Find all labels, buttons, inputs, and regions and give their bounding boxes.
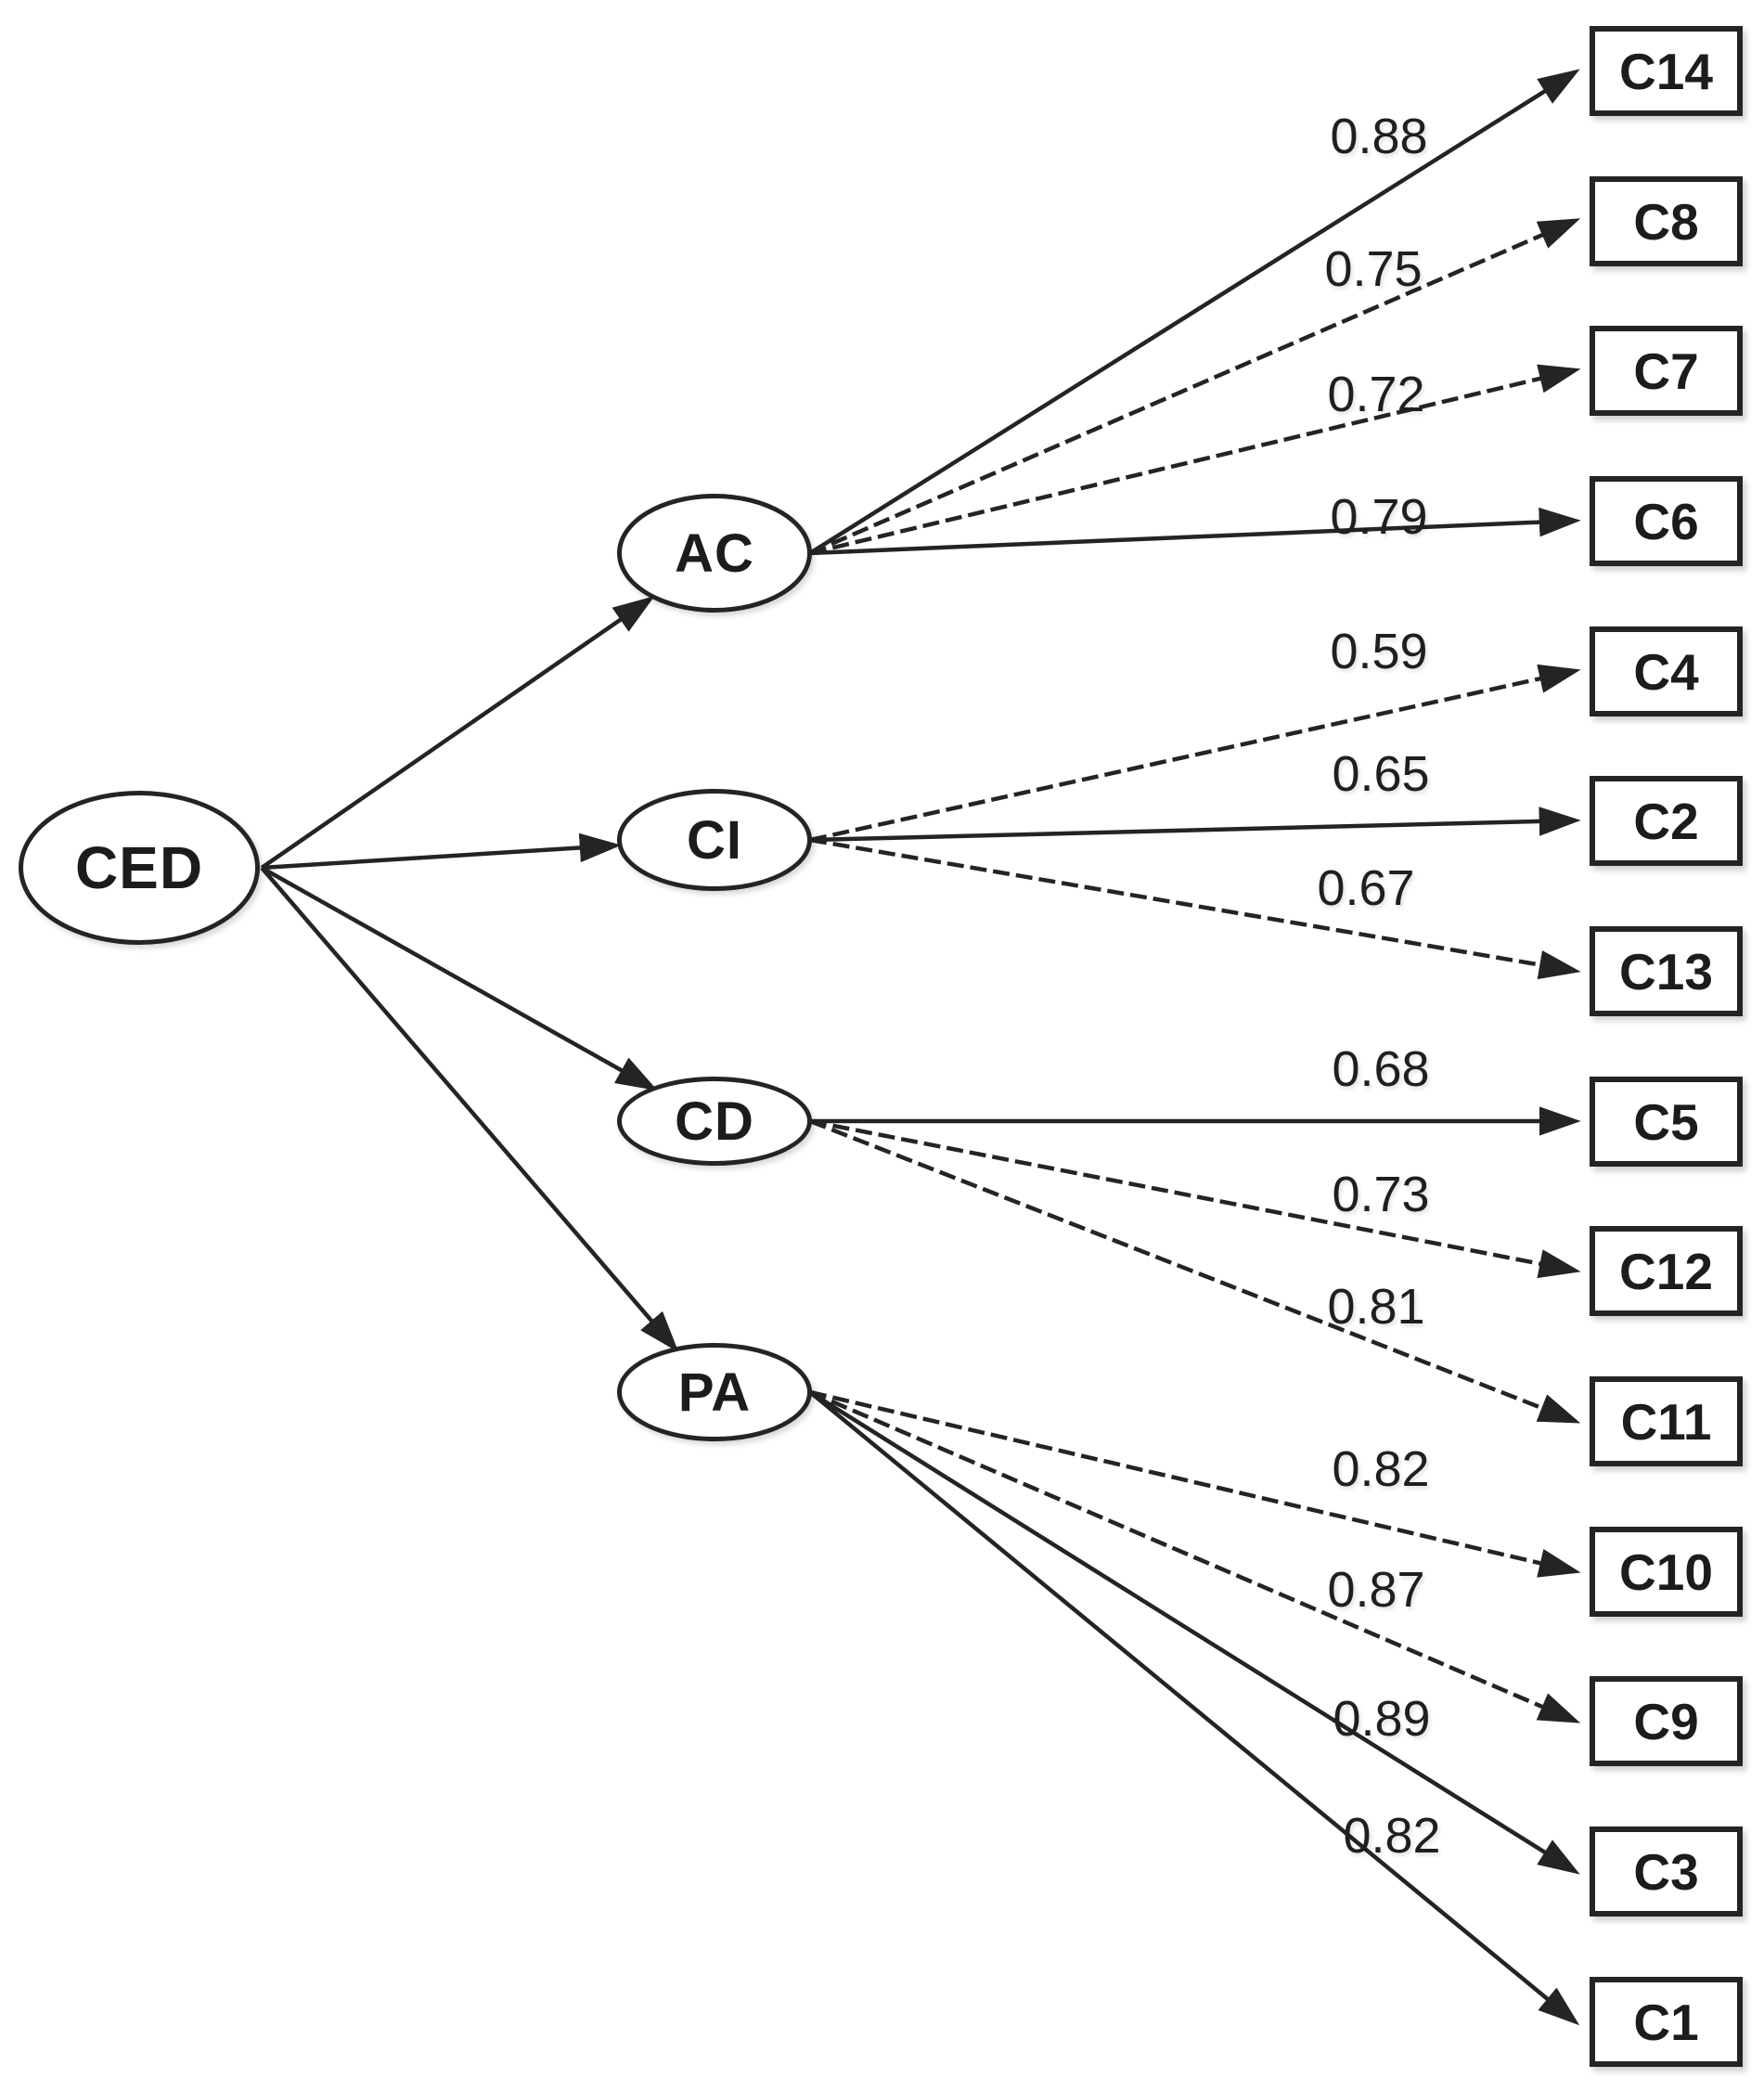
loading-label-ac-c8: 0.75 [1324, 241, 1423, 297]
indicator-box-c11: C11 [1590, 1376, 1743, 1466]
loading-label-pa-c9: 0.87 [1327, 1562, 1425, 1618]
path-ci-c2 [809, 807, 1581, 843]
indicator-box-c3: C3 [1590, 1826, 1743, 1917]
indicator-box-c7: C7 [1590, 326, 1743, 416]
path-ced-cd [260, 866, 658, 1091]
indicator-box-c6: C6 [1590, 476, 1743, 566]
indicator-box-label: C11 [1620, 1392, 1712, 1451]
loading-label-cd-c11: 0.81 [1327, 1279, 1425, 1335]
indicator-box-label: C10 [1619, 1542, 1713, 1601]
latent-node-label: CI [687, 809, 742, 871]
indicator-box-c10: C10 [1590, 1527, 1743, 1617]
path-pa-c1 [808, 1390, 1580, 2026]
indicator-box-c5: C5 [1590, 1077, 1743, 1167]
latent-node-ced: CED [19, 791, 260, 945]
indicator-box-label: C6 [1633, 492, 1699, 550]
indicator-box-label: C13 [1619, 942, 1713, 1000]
path-ced-pa [260, 866, 679, 1353]
indicator-box-label: C14 [1619, 42, 1713, 100]
loading-label-pa-c10: 0.82 [1332, 1441, 1430, 1497]
indicator-box-label: C2 [1633, 792, 1699, 850]
loading-label-pa-c1: 0.82 [1343, 1808, 1441, 1864]
path-ci-c4 [809, 664, 1581, 843]
path-ac-c7 [809, 364, 1581, 556]
latent-node-label: PA [677, 1362, 752, 1423]
path-ced-ac [260, 596, 655, 870]
path-ced-ci [261, 833, 622, 871]
loading-label-ac-c14: 0.88 [1330, 109, 1428, 164]
loading-label-cd-c12: 0.73 [1332, 1167, 1430, 1222]
loading-label-ci-c2: 0.65 [1332, 746, 1430, 802]
loading-label-pa-c3: 0.89 [1333, 1691, 1431, 1747]
indicator-box-label: C3 [1633, 1842, 1699, 1901]
loading-label-ci-c13: 0.67 [1317, 860, 1415, 916]
path-cd-c11 [809, 1118, 1581, 1424]
indicator-box-c14: C14 [1590, 26, 1743, 116]
indicator-box-c8: C8 [1590, 176, 1743, 266]
indicator-box-label: C12 [1619, 1242, 1713, 1300]
latent-node-label: AC [675, 523, 754, 584]
loading-label-cd-c5: 0.68 [1332, 1041, 1430, 1097]
path-pa-c9 [809, 1389, 1581, 1723]
indicator-box-label: C7 [1633, 342, 1699, 400]
path-ac-c8 [809, 218, 1581, 556]
indicator-box-label: C5 [1633, 1092, 1699, 1151]
indicator-box-label: C1 [1633, 1993, 1699, 2051]
indicator-box-label: C9 [1633, 1692, 1699, 1750]
path-ac-c6 [809, 507, 1581, 556]
indicator-box-label: C8 [1633, 192, 1699, 251]
indicator-box-label: C4 [1633, 642, 1699, 701]
latent-node-ac: AC [617, 494, 812, 613]
indicator-box-c4: C4 [1590, 626, 1743, 716]
path-pa-c10 [809, 1389, 1581, 1578]
path-ac-c14 [808, 69, 1580, 555]
indicator-box-c12: C12 [1590, 1226, 1743, 1316]
latent-node-label: CED [74, 834, 204, 901]
loading-label-ci-c4: 0.59 [1330, 624, 1428, 679]
path-ci-c13 [809, 837, 1581, 980]
latent-node-cd: CD [617, 1077, 812, 1166]
indicator-box-c13: C13 [1590, 926, 1743, 1016]
indicator-box-c1: C1 [1590, 1977, 1743, 2067]
indicator-box-c9: C9 [1590, 1676, 1743, 1766]
path-pa-c3 [808, 1390, 1580, 1875]
loading-label-ac-c7: 0.72 [1327, 367, 1425, 422]
latent-node-ci: CI [617, 789, 812, 891]
path-cd-c12 [809, 1118, 1581, 1279]
indicator-box-c2: C2 [1590, 776, 1743, 866]
latent-node-pa: PA [617, 1343, 812, 1441]
latent-node-label: CD [675, 1091, 754, 1152]
loading-label-ac-c6: 0.79 [1330, 489, 1428, 545]
